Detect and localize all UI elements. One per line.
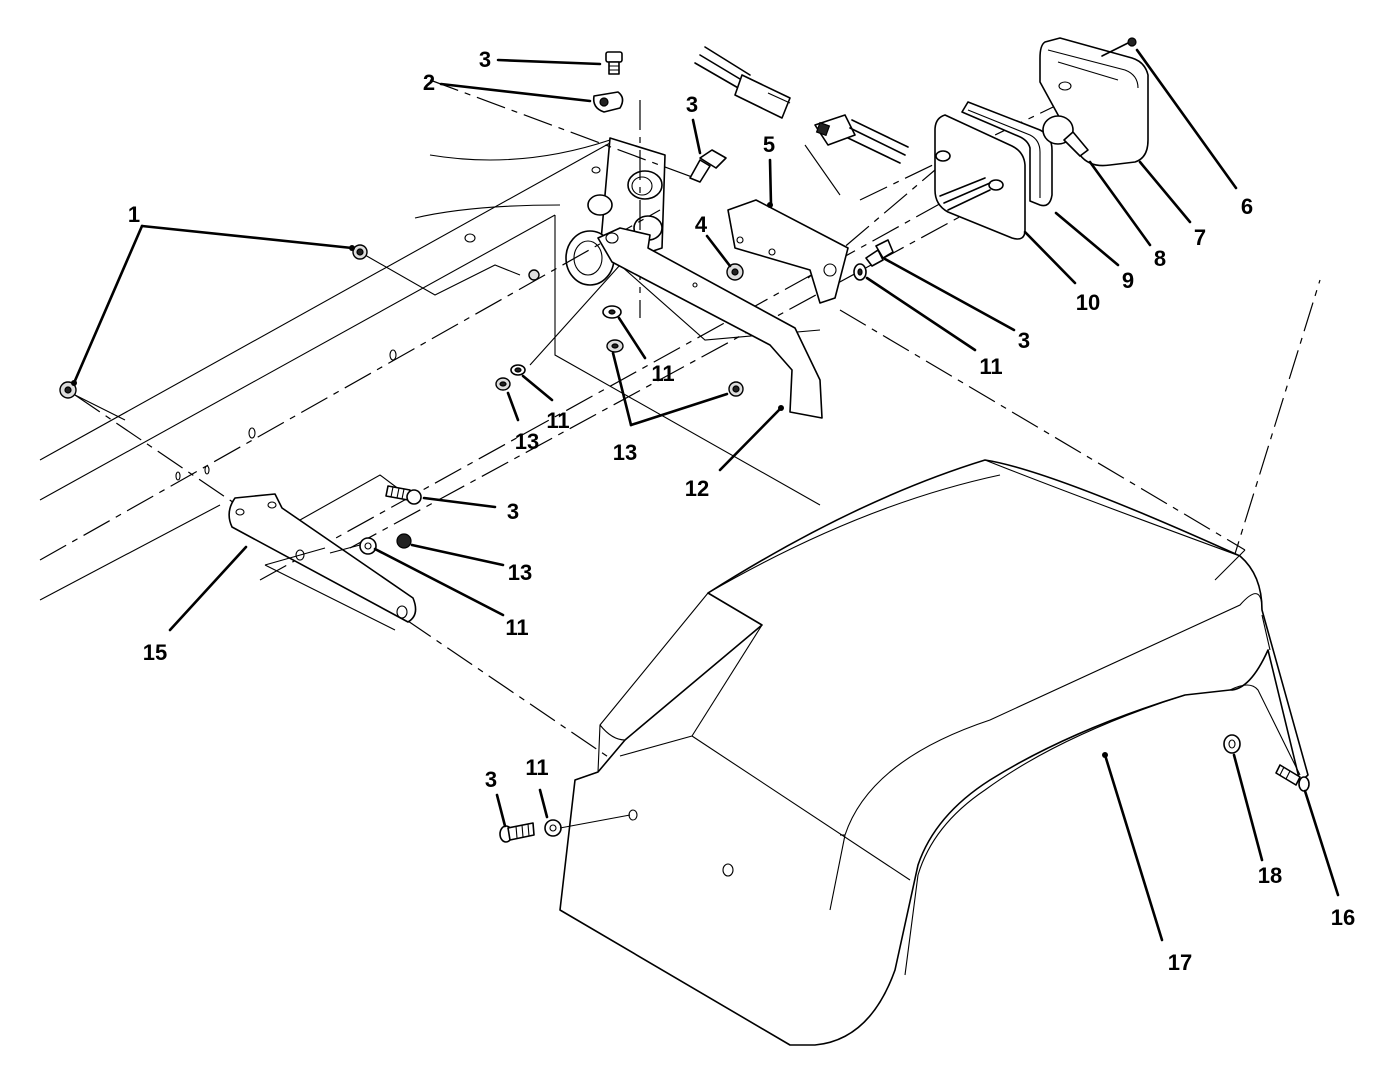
washer-11-left — [510, 364, 526, 376]
lamp-housing-7 — [1039, 37, 1149, 167]
washer-11-bar — [359, 537, 377, 555]
nut-13-center — [606, 339, 624, 353]
callout-10: 10 — [1076, 290, 1100, 315]
lamp-bracket-5 — [727, 199, 849, 304]
washer-11-center — [602, 305, 622, 319]
callout-7: 7 — [1194, 225, 1206, 250]
callouts: 1 2 3 3 3 3 3 4 5 6 7 8 9 10 11 11 11 11… — [128, 47, 1355, 975]
callout-13: 13 — [515, 429, 539, 454]
callout-13: 13 — [613, 440, 637, 465]
nut-1-lower — [59, 381, 77, 399]
washer-18 — [1223, 734, 1241, 754]
callout-2: 2 — [423, 70, 435, 95]
wire-connector-lower — [814, 114, 909, 164]
leader-lines — [71, 48, 1340, 942]
nut-frame — [528, 269, 540, 281]
callout-17: 17 — [1168, 950, 1192, 975]
bar-15 — [228, 474, 417, 631]
callout-11: 11 — [525, 755, 548, 780]
callout-4: 4 — [695, 212, 708, 237]
callout-3: 3 — [507, 499, 519, 524]
washer-11-bottom — [544, 819, 562, 837]
bolt-3-block — [689, 149, 727, 183]
fender-17 — [559, 459, 1309, 1046]
callout-15: 15 — [143, 640, 167, 665]
wire-connector-upper — [694, 46, 791, 119]
callout-1: 1 — [128, 202, 140, 227]
hardware — [59, 37, 1310, 843]
bolt-3-right — [865, 239, 894, 267]
frame-body — [39, 139, 821, 601]
nut-13-bracket — [728, 381, 744, 397]
callout-18: 18 — [1258, 863, 1282, 888]
bolt-3-bar — [385, 485, 422, 505]
callout-13: 13 — [508, 560, 532, 585]
nut-13-bar — [396, 533, 412, 549]
callout-11: 11 — [505, 615, 528, 640]
callout-11: 11 — [651, 361, 674, 386]
callout-6: 6 — [1241, 194, 1253, 219]
callout-3: 3 — [479, 47, 491, 72]
callout-11: 11 — [546, 408, 569, 433]
callout-12: 12 — [685, 476, 709, 501]
clamp-2 — [592, 91, 624, 113]
callout-9: 9 — [1122, 268, 1134, 293]
bolt-3-top — [605, 51, 623, 75]
bracket-12 — [597, 227, 823, 419]
callout-3: 3 — [485, 767, 497, 792]
washer-11-right — [853, 263, 867, 281]
callout-16: 16 — [1331, 905, 1355, 930]
callout-3: 3 — [686, 92, 698, 117]
nut-1-upper — [352, 244, 368, 260]
lamp-bulb-8 — [1042, 115, 1089, 157]
callout-8: 8 — [1154, 246, 1166, 271]
nut-4 — [726, 263, 744, 281]
nut-13-left — [495, 377, 511, 391]
lamp-lens-10 — [934, 114, 1026, 240]
callout-11: 11 — [979, 354, 1002, 379]
callout-3: 3 — [1018, 328, 1030, 353]
screw-6 — [1101, 37, 1137, 57]
callout-5: 5 — [763, 132, 775, 157]
